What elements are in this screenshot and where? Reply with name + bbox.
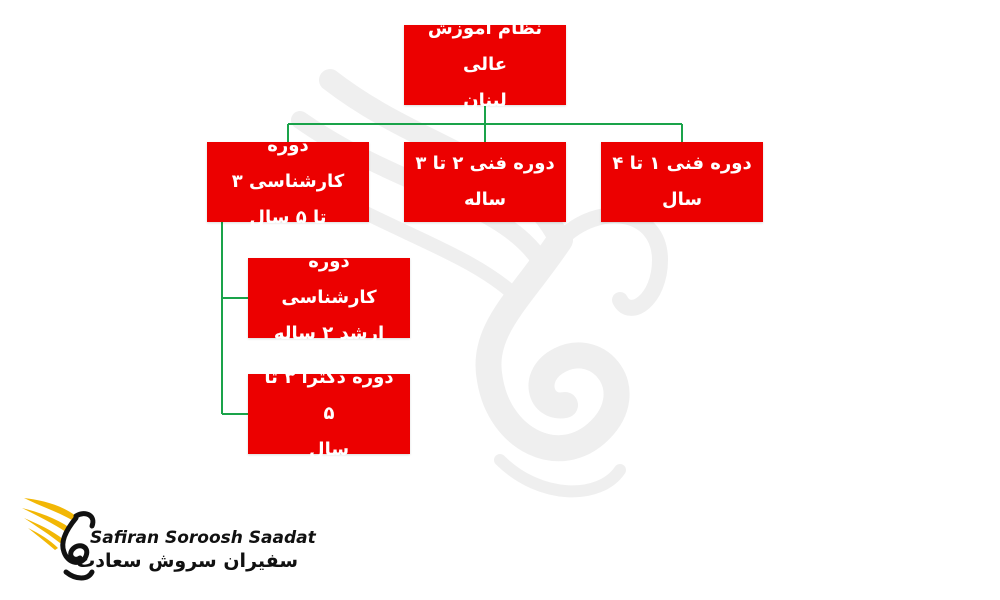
node-line: ارشد ۲ ساله: [273, 323, 385, 344]
brand-name-persian: سفیران سروش سعادت: [76, 550, 298, 572]
node-line: دوره فنی ۲ تا ۳: [415, 153, 555, 174]
node-line: دوره دکترا ۳ تا ۵: [264, 367, 394, 424]
node-technical-1-4-years: دوره فنی ۱ تا ۴ سال: [601, 142, 763, 222]
node-doctorate-3-5-years: دوره دکترا ۳ تا ۵ سال: [248, 367, 410, 460]
node-masters-2-years: دوره کارشناسی ارشد ۲ ساله: [248, 251, 410, 344]
node-line: ساله: [463, 189, 507, 210]
node-line: سال: [661, 189, 703, 210]
node-line: لبنان: [463, 90, 507, 111]
node-line: سال: [308, 439, 350, 460]
node-technical-2-3-years: دوره فنی ۲ تا ۳ ساله: [404, 142, 566, 222]
brand-logo: Safiran Soroosh Saadat سفیران سروش سعادت: [20, 490, 316, 590]
node-lebanon-higher-education: نظام آموزش عالی لبنان: [404, 18, 566, 111]
brand-name-english: Safiran Soroosh Saadat: [90, 528, 316, 548]
node-bachelor-3-5-years: دوره کارشناسی ۳ تا ۵ سال: [207, 135, 369, 228]
node-line: تا ۵ سال: [249, 207, 327, 228]
node-line: دوره کارشناسی: [281, 251, 377, 308]
node-line: نظام آموزش عالی: [427, 18, 543, 75]
node-line: دوره کارشناسی ۳: [231, 135, 345, 192]
phoenix-logo-icon: [22, 498, 96, 581]
node-line: دوره فنی ۱ تا ۴: [612, 153, 752, 174]
